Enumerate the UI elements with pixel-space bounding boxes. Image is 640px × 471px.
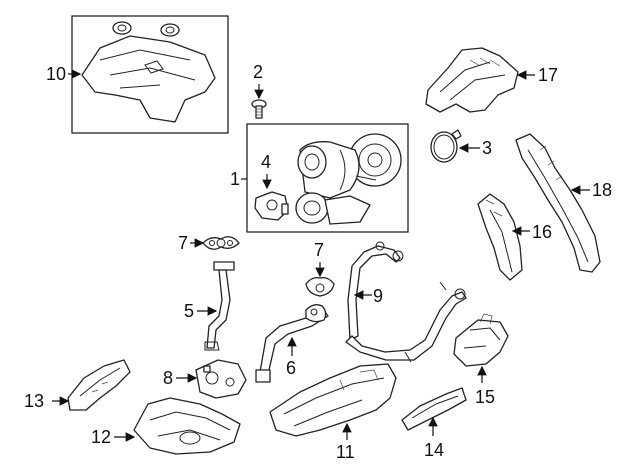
callout-6: 6 <box>286 358 296 378</box>
callout-16: 16 <box>532 222 552 242</box>
coolant-line-part[interactable] <box>345 241 467 363</box>
exhaust-bracket-part[interactable] <box>401 387 467 431</box>
gasket-upper-part[interactable] <box>202 236 240 250</box>
callout-7-upper: 7 <box>178 233 188 253</box>
callout-12: 12 <box>91 427 111 447</box>
callout-3: 3 <box>482 138 492 158</box>
small-heat-shield-part[interactable] <box>67 359 131 411</box>
callout-11: 11 <box>336 442 355 462</box>
callout-13: 13 <box>24 391 44 411</box>
wastegate-actuator-part[interactable] <box>254 191 289 221</box>
gasket-lower-part[interactable] <box>305 276 335 297</box>
callout-14: 14 <box>424 440 444 460</box>
oil-valve-housing-part[interactable] <box>195 359 247 399</box>
turbocharger-part[interactable] <box>295 133 402 225</box>
callout-15: 15 <box>475 387 495 407</box>
exhaust-heat-shield-long-part[interactable] <box>515 133 601 273</box>
engine-cover-part[interactable] <box>81 21 216 123</box>
callout-4: 4 <box>261 152 271 172</box>
turbocharger-box <box>246 123 409 233</box>
callout-10: 10 <box>46 64 66 84</box>
callout-1: 1 <box>230 169 240 189</box>
lower-heat-shield-part[interactable] <box>133 397 241 455</box>
callout-9: 9 <box>373 286 383 306</box>
heat-shield-side-part[interactable] <box>477 193 523 281</box>
callout-5: 5 <box>184 301 194 321</box>
exhaust-heat-shield-main-part[interactable] <box>269 363 397 437</box>
callout-17: 17 <box>538 65 558 85</box>
callout-18: 18 <box>592 180 612 200</box>
oil-feed-pipe-part[interactable] <box>204 261 235 351</box>
turbo-support-shield-part[interactable] <box>453 313 509 367</box>
callout-8: 8 <box>163 368 173 388</box>
oil-return-pipe-part[interactable] <box>255 304 329 383</box>
callout-7-lower: 7 <box>314 240 324 260</box>
turbo-heat-shield-upper-part[interactable] <box>425 47 519 113</box>
clamp-part[interactable] <box>430 129 462 163</box>
bolt-part[interactable] <box>251 99 267 119</box>
callout-2: 2 <box>253 62 263 82</box>
